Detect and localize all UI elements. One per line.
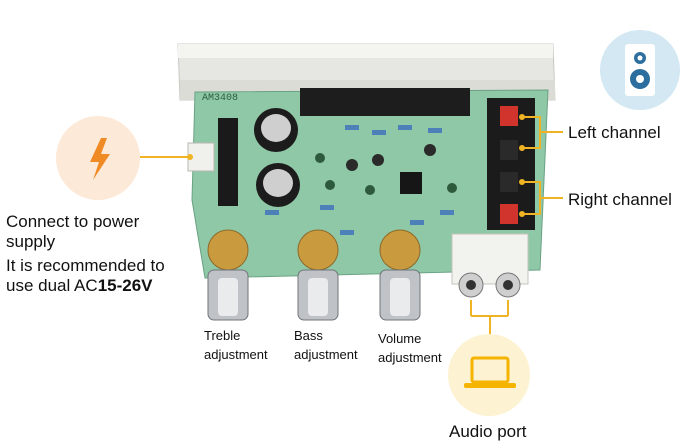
- treble-label-line2: adjustment: [204, 347, 268, 362]
- power-label-line4: use dual AC15-26V: [6, 276, 153, 296]
- left-channel-label: Left channel: [568, 123, 661, 142]
- power-label-line3: It is recommended to: [6, 256, 165, 275]
- power-label-line1: Connect to power: [6, 212, 140, 231]
- resistors: [265, 125, 454, 235]
- bass-label: Bass adjustment: [294, 328, 358, 363]
- volume-label-line2: adjustment: [378, 350, 442, 365]
- power-label-line4-prefix: use dual AC: [6, 276, 98, 295]
- power-label-line2: supply: [6, 232, 56, 251]
- bass-label-line2: adjustment: [294, 347, 358, 362]
- callout-dots: [187, 114, 525, 217]
- treble-label: Treble adjustment: [204, 328, 268, 363]
- potentiometers: [207, 229, 421, 321]
- capacitors: [254, 108, 457, 207]
- rca-jacks: [451, 233, 529, 298]
- audio-port-label: Audio port: [449, 422, 527, 441]
- right-channel-label: Right channel: [568, 190, 672, 209]
- speaker-terminals: [487, 98, 535, 230]
- power-voltage-value: 15-26V: [97, 276, 153, 295]
- volume-label: Volume adjustment: [378, 331, 442, 366]
- treble-label-line1: Treble: [204, 328, 241, 343]
- bass-label-line1: Bass: [294, 328, 323, 343]
- callout-lines: [140, 116, 563, 336]
- board-model-text: AM3408: [202, 93, 239, 104]
- laptop-icon-circle: [448, 334, 530, 416]
- volume-label-line1: Volume: [378, 331, 422, 346]
